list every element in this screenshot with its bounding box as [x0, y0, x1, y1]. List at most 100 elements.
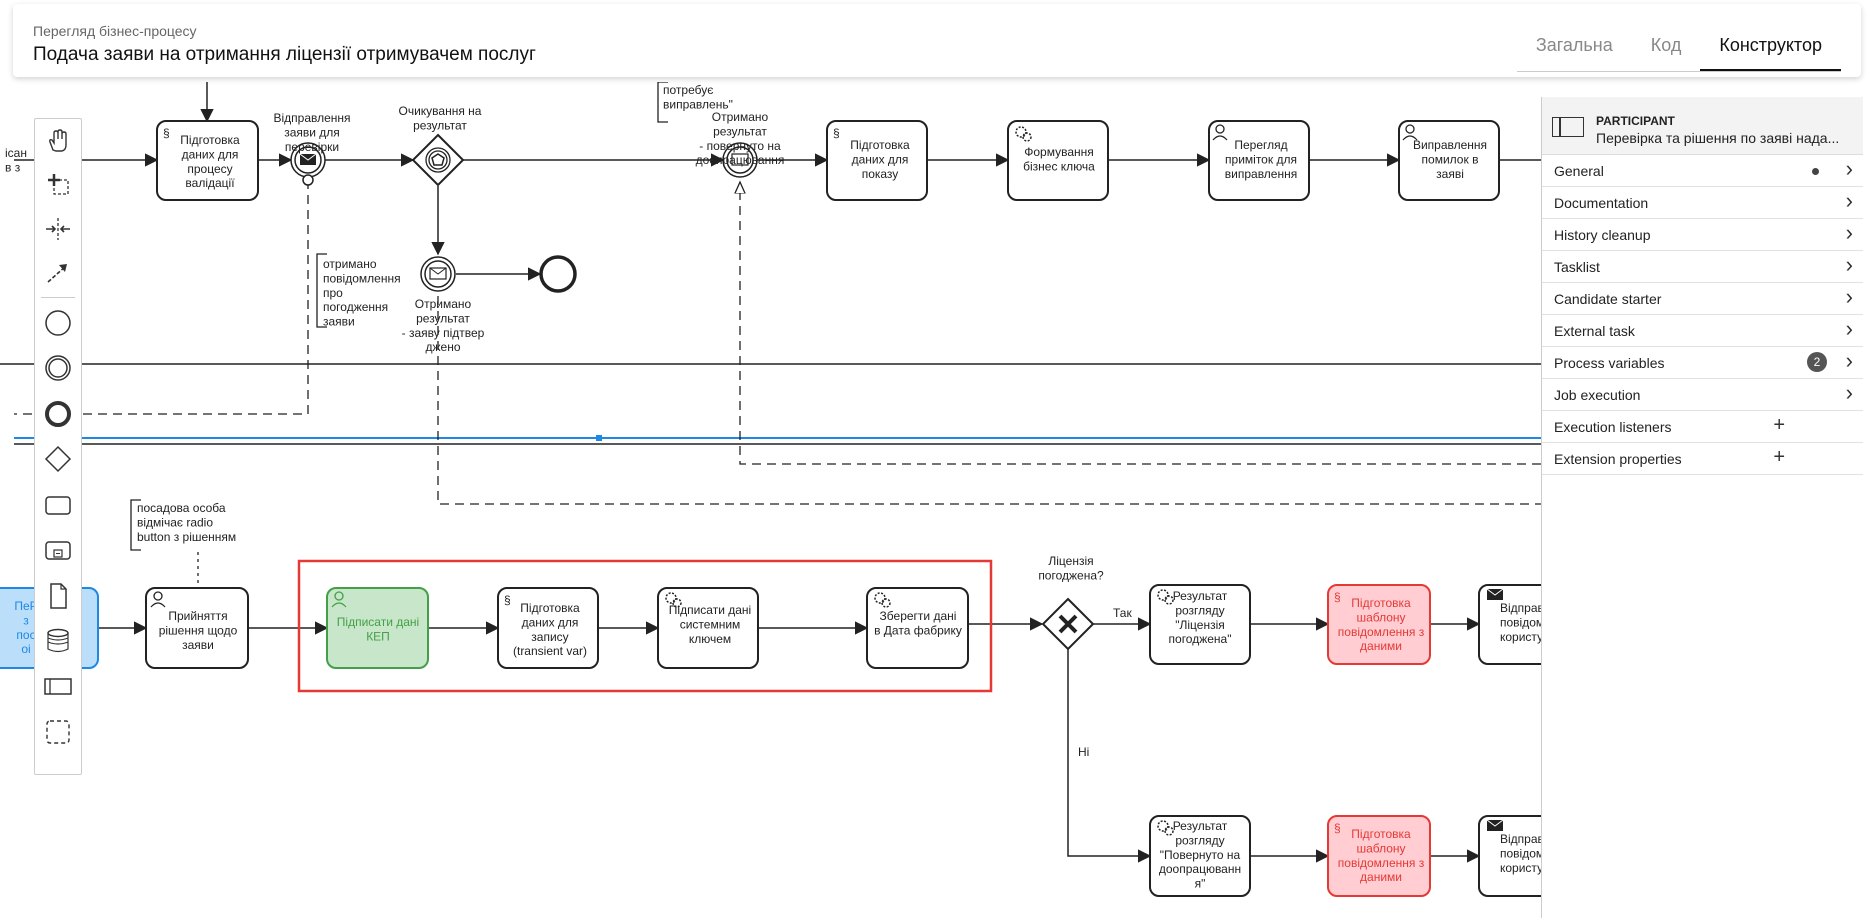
task-prepare-validation: §: [156, 120, 259, 201]
task-sign-system: [657, 587, 759, 669]
chevron-right-icon: ›: [1845, 348, 1853, 373]
send-message-event: [290, 142, 326, 186]
participant-icon: [1552, 117, 1584, 137]
space-tool-icon[interactable]: [38, 209, 78, 249]
tab-general[interactable]: Загальна: [1535, 35, 1613, 55]
highlight-frame: [297, 559, 993, 693]
tab-code[interactable]: Код: [1650, 35, 1682, 55]
group-label: Job execution: [1554, 387, 1641, 403]
properties-group-execution-listeners[interactable]: Execution listeners +: [1542, 411, 1863, 443]
gateway-icon[interactable]: [38, 439, 78, 479]
element-type: PARTICIPANT: [1596, 114, 1675, 128]
intermediate-event-icon[interactable]: [38, 348, 78, 388]
task-result-agreed: [1149, 584, 1251, 665]
properties-group-tasklist[interactable]: Tasklist›: [1542, 251, 1863, 283]
task-fix-errors: [1398, 120, 1500, 201]
tool-palette: [34, 118, 82, 775]
group-icon[interactable]: [38, 712, 78, 752]
annotation-official-bracket: [130, 499, 141, 551]
svg-text:§: §: [1334, 590, 1341, 604]
task-save-datafactory: [866, 587, 969, 669]
participant-icon[interactable]: [38, 666, 78, 706]
subprocess-icon[interactable]: [38, 530, 78, 570]
group-label: Documentation: [1554, 195, 1649, 211]
has-entries-dot: [1812, 168, 1819, 175]
header-subtitle: Перегляд бізнес-процесу: [33, 23, 197, 39]
event-based-gateway: [411, 133, 465, 187]
task-sign-kep: [326, 587, 429, 669]
hand-tool-icon[interactable]: [38, 121, 78, 161]
task-send-1: [1478, 584, 1541, 665]
flow-yes-label: Так: [1113, 606, 1132, 620]
group-label: Candidate starter: [1554, 291, 1662, 307]
task-business-key: [1007, 120, 1109, 201]
properties-group-history-cleanup[interactable]: History cleanup›: [1542, 219, 1863, 251]
chevron-right-icon: ›: [1845, 220, 1853, 245]
properties-group-documentation[interactable]: Documentation ›: [1542, 187, 1863, 219]
properties-group-job-execution[interactable]: Job execution ›: [1542, 379, 1863, 411]
svg-text:§: §: [504, 593, 511, 607]
task-prepare-record: §: [497, 587, 599, 669]
chevron-right-icon: ›: [1845, 380, 1853, 405]
properties-group-extension-properties[interactable]: Extension properties +: [1542, 443, 1863, 475]
svg-text:§: §: [833, 126, 840, 140]
message-flow-revision: [740, 182, 1541, 465]
catch-revision-event: [722, 142, 758, 178]
chevron-right-icon: ›: [1845, 156, 1853, 181]
message-flow-confirm: [437, 296, 1541, 505]
flow-no-label: Ні: [1078, 745, 1089, 759]
task-icon[interactable]: [38, 485, 78, 525]
lasso-tool-icon[interactable]: [38, 164, 78, 204]
group-label: Extension properties: [1554, 451, 1682, 467]
add-icon[interactable]: +: [1773, 414, 1785, 436]
catch-confirmed-event: [420, 256, 456, 292]
properties-group-general[interactable]: General›: [1542, 155, 1863, 187]
chevron-right-icon: ›: [1845, 252, 1853, 277]
process-title: Подача заяви на отримання ліцензії отрим…: [33, 44, 536, 65]
properties-group-candidate-starter[interactable]: Candidate starter›: [1542, 283, 1863, 315]
selection-handle: [596, 435, 602, 441]
properties-panel: PARTICIPANT Перевірка та рішення по заяв…: [1541, 97, 1863, 918]
start-event-icon[interactable]: [38, 303, 78, 343]
properties-header: PARTICIPANT Перевірка та рішення по заяв…: [1542, 97, 1863, 155]
chevron-right-icon: ›: [1845, 188, 1853, 213]
task-result-returned: [1149, 815, 1251, 897]
task-template-1: §: [1327, 584, 1431, 665]
task-send-1-label: Відправповідомлкористув: [1500, 601, 1541, 644]
task-decision: [145, 587, 249, 669]
add-icon[interactable]: +: [1773, 446, 1785, 468]
properties-group-external-task[interactable]: External task›: [1542, 315, 1863, 347]
group-label: External task: [1554, 323, 1635, 339]
global-connect-icon[interactable]: [38, 252, 78, 292]
task-send-2-label: Відправповідомлкористув: [1500, 832, 1541, 875]
end-event-icon[interactable]: [38, 394, 78, 434]
data-object-icon[interactable]: [38, 576, 78, 616]
data-store-icon[interactable]: [38, 621, 78, 661]
svg-text:§: §: [163, 126, 170, 140]
task-template-2: §: [1327, 815, 1431, 897]
group-label: Execution listeners: [1554, 419, 1672, 435]
element-name: Перевірка та рішення по заяві нада...: [1596, 130, 1840, 146]
tab-constructor[interactable]: Конструктор: [1700, 30, 1841, 71]
